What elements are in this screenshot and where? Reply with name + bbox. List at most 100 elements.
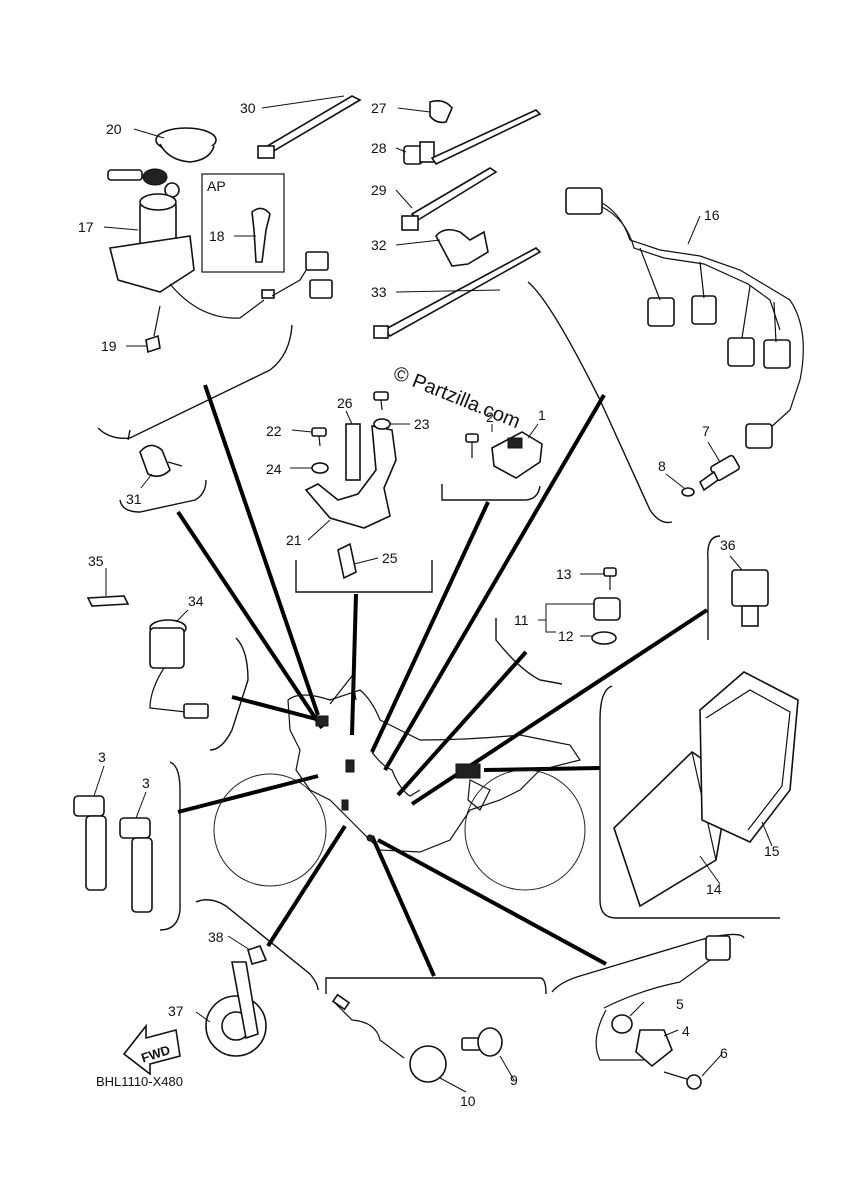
diagram-code: BHL1110-X480 bbox=[96, 1074, 183, 1089]
part-8-gasket bbox=[681, 487, 695, 497]
part-25-clip bbox=[337, 542, 357, 580]
spoke-coils bbox=[177, 774, 319, 814]
callout-9: 9 bbox=[510, 1072, 518, 1088]
callout-17: 17 bbox=[78, 219, 94, 235]
callout-33: 33 bbox=[371, 284, 387, 300]
callout-4: 4 bbox=[682, 1023, 690, 1039]
spoke-horn bbox=[266, 824, 347, 948]
callout-25: 25 bbox=[382, 550, 398, 566]
part-20-cap bbox=[155, 127, 217, 163]
frame-pickup bbox=[551, 933, 745, 993]
part-36-relay bbox=[731, 569, 769, 627]
callout-2: 2 bbox=[486, 409, 494, 425]
callout-10: 10 bbox=[460, 1093, 476, 1109]
callout-34: 34 bbox=[188, 593, 204, 609]
callout-32: 32 bbox=[371, 237, 387, 253]
part-17-main-switch bbox=[109, 193, 333, 319]
part-28-plug bbox=[403, 109, 542, 166]
group-frames bbox=[97, 281, 780, 995]
part-5-o-ring bbox=[611, 1014, 633, 1034]
part-2-bolt bbox=[465, 433, 479, 458]
part-33-cable-tie bbox=[373, 247, 542, 339]
frame-sensors bbox=[325, 977, 547, 995]
callout-7: 7 bbox=[702, 423, 710, 439]
callout-16: 16 bbox=[704, 207, 720, 223]
callout-37: 37 bbox=[168, 1003, 184, 1019]
part-35-cover bbox=[86, 595, 130, 607]
frame-ecu bbox=[599, 685, 780, 919]
front-wheel bbox=[464, 769, 586, 891]
part-21-bracket bbox=[304, 425, 397, 529]
frame-ignition-tick bbox=[127, 429, 131, 441]
callout-27: 27 bbox=[371, 100, 387, 116]
part-31-sensor bbox=[139, 444, 183, 478]
part-12-o-ring bbox=[591, 631, 617, 645]
frame-sensor-11 bbox=[495, 618, 563, 685]
part-34-socket bbox=[149, 619, 209, 719]
callout-26: 26 bbox=[337, 395, 353, 411]
callout-29: 29 bbox=[371, 182, 387, 198]
part-23-bolt bbox=[373, 391, 391, 430]
part-11-sensor bbox=[593, 597, 621, 621]
bike-body bbox=[287, 689, 581, 853]
part-9-switch bbox=[461, 1027, 503, 1057]
motorcycle-outline bbox=[213, 674, 586, 891]
part-13-bolt bbox=[603, 567, 617, 590]
frame-ignition bbox=[97, 324, 293, 439]
part-6-bolt bbox=[663, 1071, 702, 1090]
part-29-cable-tie bbox=[401, 167, 498, 231]
spoke-sensors bbox=[370, 835, 436, 977]
ecu-location bbox=[455, 763, 481, 779]
callout-35: 35 bbox=[88, 553, 104, 569]
wiring-route bbox=[371, 751, 421, 797]
pickup-location bbox=[366, 834, 374, 842]
frame-horn bbox=[195, 899, 319, 991]
part-27-clamp bbox=[429, 100, 453, 124]
frame-36 bbox=[707, 535, 721, 640]
part-38-nut bbox=[247, 945, 268, 965]
part-3-ignition-coil-b bbox=[119, 817, 153, 913]
part-37-horn bbox=[205, 961, 267, 1057]
rear-wheel bbox=[213, 773, 327, 887]
callout-8: 8 bbox=[658, 458, 666, 474]
frame-harness bbox=[527, 281, 673, 524]
part-3-ignition-coil-a bbox=[73, 795, 107, 891]
callout-3a: 3 bbox=[98, 749, 106, 765]
callout-11: 11 bbox=[514, 612, 529, 628]
callout-36: 36 bbox=[720, 537, 736, 553]
frame-coils bbox=[159, 761, 181, 931]
part-16-sub-wire-harness bbox=[565, 187, 804, 449]
part-19-bolt bbox=[145, 305, 161, 354]
spoke-harness bbox=[383, 393, 606, 772]
callout-6: 6 bbox=[720, 1045, 728, 1061]
part-4-pickup-coil bbox=[595, 935, 731, 1068]
ignition-location bbox=[315, 715, 329, 727]
watermark: © Partzilla.com bbox=[390, 362, 523, 433]
part-18-key-blank bbox=[251, 207, 271, 263]
callout-19: 19 bbox=[101, 338, 117, 354]
part-10-sensor bbox=[331, 993, 447, 1083]
part-22-bolt bbox=[311, 427, 327, 447]
spoke-1 bbox=[370, 501, 490, 753]
part-15-ecu-cover bbox=[699, 671, 799, 843]
callout-30: 30 bbox=[240, 100, 256, 116]
frame-bracket bbox=[295, 560, 433, 593]
callout-31: 31 bbox=[126, 491, 142, 507]
callout-20: 20 bbox=[106, 121, 122, 137]
frame-31 bbox=[119, 479, 207, 513]
part-7-thermo-sensor bbox=[698, 454, 740, 492]
spokes bbox=[176, 384, 709, 977]
callout-28: 28 bbox=[371, 140, 387, 156]
callout-1: 1 bbox=[538, 407, 546, 423]
callout-38: 38 bbox=[208, 929, 224, 945]
callout-5: 5 bbox=[676, 996, 684, 1012]
fwd-arrow bbox=[122, 1023, 181, 1076]
frame-34 bbox=[209, 637, 249, 751]
part-24-washer bbox=[311, 462, 329, 474]
callout-24: 24 bbox=[266, 461, 282, 477]
part-30-cable-tie bbox=[257, 95, 362, 159]
spoke-pickup bbox=[377, 838, 607, 966]
callout-13: 13 bbox=[556, 566, 572, 582]
